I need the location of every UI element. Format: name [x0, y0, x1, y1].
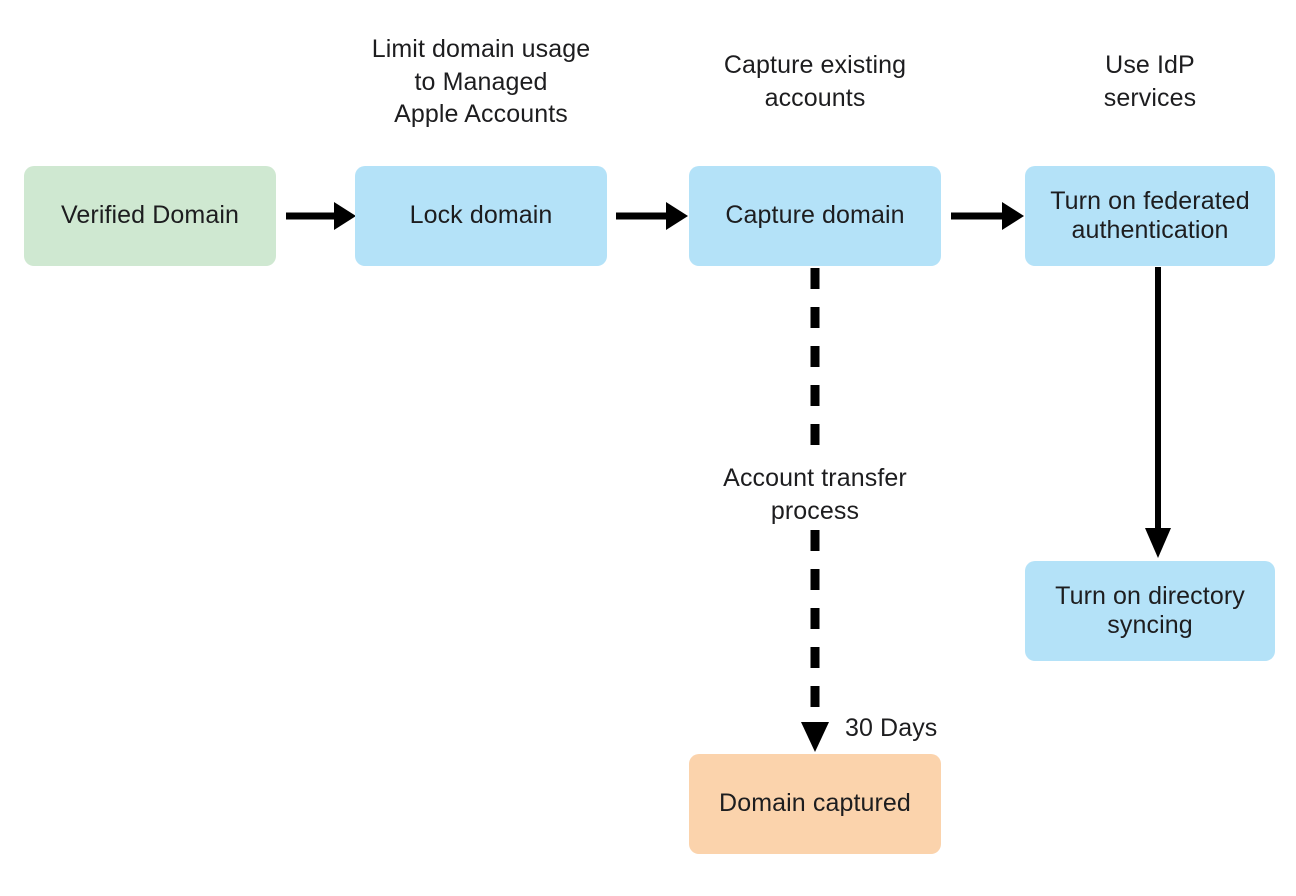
node-federated-authentication[interactable]: Turn on federated authentication [1025, 166, 1275, 266]
edge-label-account-transfer: Account transfer process [723, 464, 907, 525]
caption-lock-domain: Limit domain usage to Managed Apple Acco… [371, 35, 591, 128]
edge-label-30-days: 30 Days [845, 714, 938, 742]
node-capture-domain[interactable]: Capture domain [689, 166, 941, 266]
node-verified-domain[interactable]: Verified Domain [24, 166, 276, 266]
node-lock-domain[interactable]: Lock domain [355, 166, 607, 266]
edge-capture-to-federated [951, 202, 1024, 230]
caption-federated-auth: Use IdP services [1103, 51, 1197, 112]
node-directory-syncing[interactable]: Turn on directory syncing [1025, 561, 1275, 661]
edge-verified-to-lock [286, 202, 356, 230]
node-domain-captured[interactable]: Domain captured [689, 754, 941, 854]
edge-lock-to-capture [616, 202, 688, 230]
caption-capture-domain: Capture existing accounts [723, 51, 907, 112]
edge-federated-to-directory [1145, 267, 1171, 558]
